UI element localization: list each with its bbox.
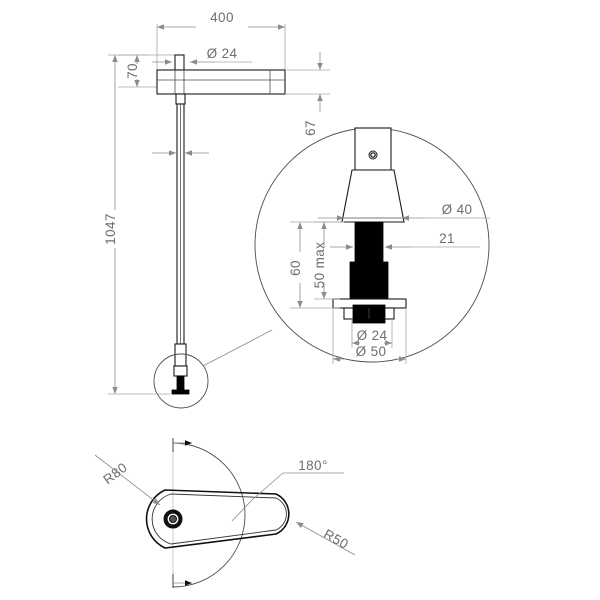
dim-label-radius-small: R50 (321, 526, 351, 552)
dim-label-swing-angle: 180° (298, 458, 328, 473)
plan-outer-outline (145, 489, 290, 549)
plan-view: R80 180° R50 (94, 438, 356, 588)
dim-label-post-height: 70 (125, 63, 140, 79)
detail-cone-body (341, 169, 405, 223)
leader-r50 (295, 521, 356, 556)
plan-inner-outline (151, 493, 287, 545)
dim-label-arm-length: 400 (210, 10, 234, 25)
detail-set-hole-inner (370, 152, 376, 158)
dim-label-arm-offset: 67 (303, 120, 318, 136)
dim-label-shade-bottom-dia: Ø 40 (442, 202, 473, 217)
dim-label-total-drop: 60 (288, 260, 303, 276)
plan-pivot-inner (169, 515, 177, 523)
upper-post (174, 54, 185, 71)
detail-leader-line (202, 329, 273, 367)
dim-label-max-drop: 50 max (312, 242, 327, 289)
dim-label-stud-width: 21 (439, 231, 455, 246)
dim-label-flange-dia: Ø 50 (356, 344, 387, 359)
elevation-view: 400 70 Ø 24 (103, 10, 330, 409)
dim-label-overall-height: 1047 (103, 213, 118, 245)
dim-label-hole-dia: Ø 24 (357, 328, 388, 343)
detail-upper-tube (354, 127, 392, 171)
leader-180-seg1 (251, 472, 284, 501)
lower-sleeve (174, 343, 187, 367)
detail-set-hole (368, 150, 378, 160)
small-stud (176, 375, 185, 391)
leader-r80 (94, 454, 161, 506)
stem-collar (175, 93, 186, 105)
dim-label-post-diameter: Ø 24 (207, 46, 238, 61)
detail-stud-upper (354, 221, 384, 263)
arm-body (156, 69, 286, 95)
swing-arc-180 (172, 442, 246, 588)
detail-bubble-small (153, 353, 209, 409)
dim-label-radius-large: R80 (100, 460, 130, 488)
detail-view: Ø 40 21 60 50 max Ø 24 Ø 50 (254, 127, 490, 364)
small-base-flange (171, 389, 190, 395)
leader-180-seg3 (231, 499, 253, 522)
small-flange-top (173, 365, 188, 377)
